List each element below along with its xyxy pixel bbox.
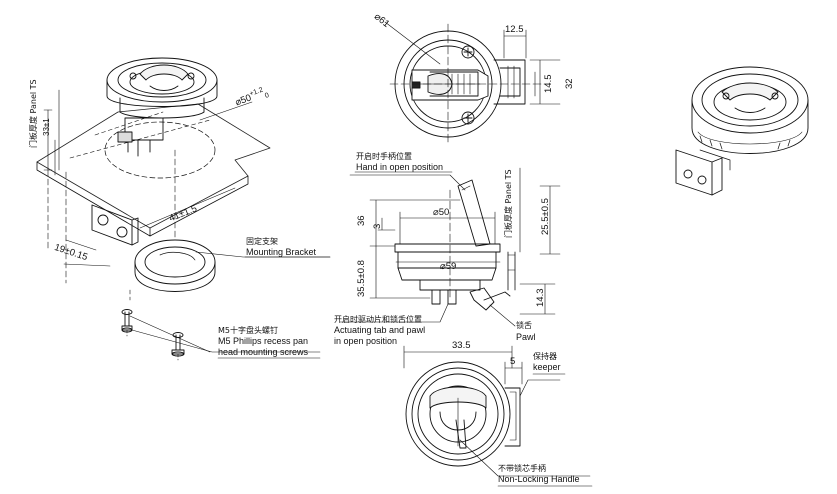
dim-32: 32 [564,78,575,89]
dim-3: 3 [372,223,383,229]
dim-35-5: 35.5±0.8 [356,260,367,297]
hand-open-label-cn: 开启时手柄位置 [356,152,412,161]
dim-5: 5 [510,356,516,367]
screw-label-en-1: M5 Phillips recess pan [218,336,309,346]
dim-phi50: ⌀50 [433,207,450,218]
bottom-view [403,345,591,477]
dim-14-5: 14.5 [543,74,554,94]
pawl-label-cn: 锁舌 [516,321,532,330]
isometric-assembly-view [36,57,331,361]
screw-left-drawing [121,309,133,333]
bracket-label-en: Mounting Bracket [246,247,317,257]
tab-label-en-2: in open position [334,336,398,346]
dim-12-5: 12.5 [505,24,524,35]
tab-label-en-1: Actuating tab and pawl [334,325,426,335]
bracket-label-cn: 固定支架 [246,237,278,246]
pawl-label-en: Pawl [516,332,536,342]
dim-phi50-tol-sup: +1.2 [248,86,265,98]
screw-label-cn: M5十字盘头螺钉 [218,326,278,335]
dim-33-5: 33.5 [452,340,471,351]
dim-36: 36 [356,215,367,226]
panel-ts-label-mid: 门板厚度 Panel TS [504,169,513,238]
dim-33: 33±1 [42,118,51,136]
hand-open-label-en: Hand in open position [356,162,444,172]
keeper-label-cn: 保持器 [533,352,557,361]
side-view [339,167,561,327]
panel-ts-label-left: 门板厚度 Panel TS [29,79,38,148]
dim-14-3: 14.3 [535,288,546,308]
handle-label-en: Non-Locking Handle [498,474,580,484]
handle-label-cn: 不带锁芯手柄 [498,464,546,473]
top-view [384,21,561,143]
perspective-view [675,66,809,196]
dim-25-5: 25.5±0.5 [540,198,551,235]
dim-phi59: ⌀59 [440,261,457,272]
tab-label-cn: 开启时驱动片和锁舌位置 [334,315,422,324]
keeper-label-en: keeper [533,362,561,372]
screw-label-en-2: head mounting screws [218,347,309,357]
